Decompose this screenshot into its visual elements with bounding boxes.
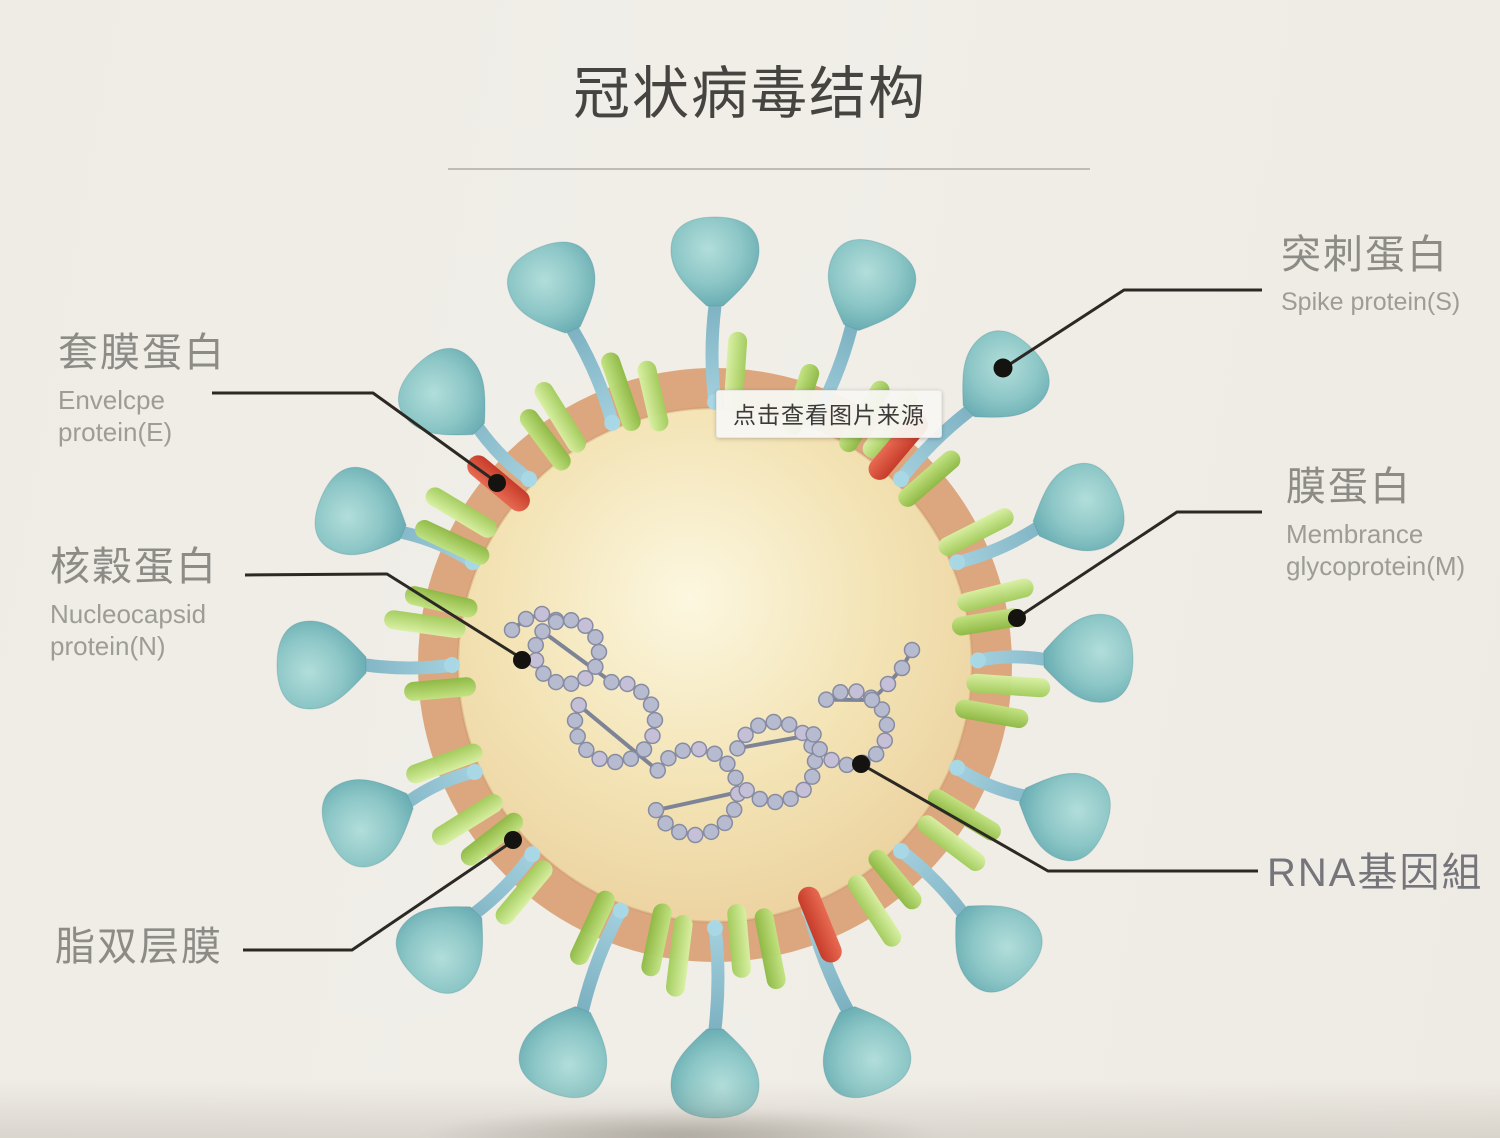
rna-genome-label-zh: RNA基因組 xyxy=(1267,851,1484,895)
nucleocapsid-protein-label-en2: protein(N) xyxy=(50,630,166,661)
rna-genome-label: RNA基因組 xyxy=(1267,850,1483,896)
membrane-leader-line xyxy=(1016,510,1262,620)
membrane-protein-label: 膜蛋白 Membrance glycoprotein(M) xyxy=(1286,464,1465,582)
membrane-dot xyxy=(1008,609,1026,627)
spike-dot xyxy=(993,358,1013,378)
leader-dots xyxy=(488,358,1026,849)
nucleocapsid-protein-label: 核穀蛋白 Nucleocapsid protein(N) xyxy=(50,544,218,662)
spike-protein-label-en: Spike protein(S) xyxy=(1281,288,1461,316)
envelope-protein-label-en2: protein(E) xyxy=(58,416,173,447)
diagram-title: 冠状病毒结构 xyxy=(573,62,927,126)
lipid-bilayer-label-zh: 脂双层膜 xyxy=(55,925,223,969)
spike-leader-line xyxy=(1003,288,1262,370)
envelope-dot xyxy=(488,474,506,492)
lipid-bilayer-dot xyxy=(504,831,522,849)
spike-protein-label: 突刺蛋白 Spike protein(S) xyxy=(1281,232,1460,318)
nucleocapsid-dot xyxy=(513,651,531,669)
envelope-protein-label-zh: 套膜蛋白 xyxy=(58,331,226,375)
nucleocapsid-protein-label-en1: Nucleocapsid xyxy=(50,599,207,629)
membrane-protein-label-zh: 膜蛋白 xyxy=(1286,465,1412,509)
leader-lines xyxy=(212,288,1262,952)
nucleocapsid-protein-label-zh: 核穀蛋白 xyxy=(50,545,218,589)
spike-protein-label-zh: 突刺蛋白 xyxy=(1281,233,1449,277)
virus-illustration xyxy=(276,216,1134,1119)
lipid-bilayer-label: 脂双层膜 xyxy=(55,924,223,970)
envelope-protein-label-en1: Envelcpe xyxy=(58,385,165,415)
nucleocapsid-leader-line xyxy=(244,572,522,660)
envelope-protein-label: 套膜蛋白 Envelcpe protein(E) xyxy=(58,330,226,448)
envelope-leader-line xyxy=(212,391,496,483)
membrane-protein-label-en2: glycoprotein(M) xyxy=(1286,550,1466,581)
view-image-source-badge[interactable]: 点击查看图片来源 xyxy=(716,390,942,438)
lipid-bilayer-leader-line xyxy=(243,839,514,952)
rna-leader-line xyxy=(860,762,1258,873)
membrane-protein-label-en1: Membrance xyxy=(1286,519,1424,549)
title-divider xyxy=(448,168,1090,170)
rna-dot xyxy=(852,755,870,773)
bottom-vignette xyxy=(0,1080,1500,1138)
